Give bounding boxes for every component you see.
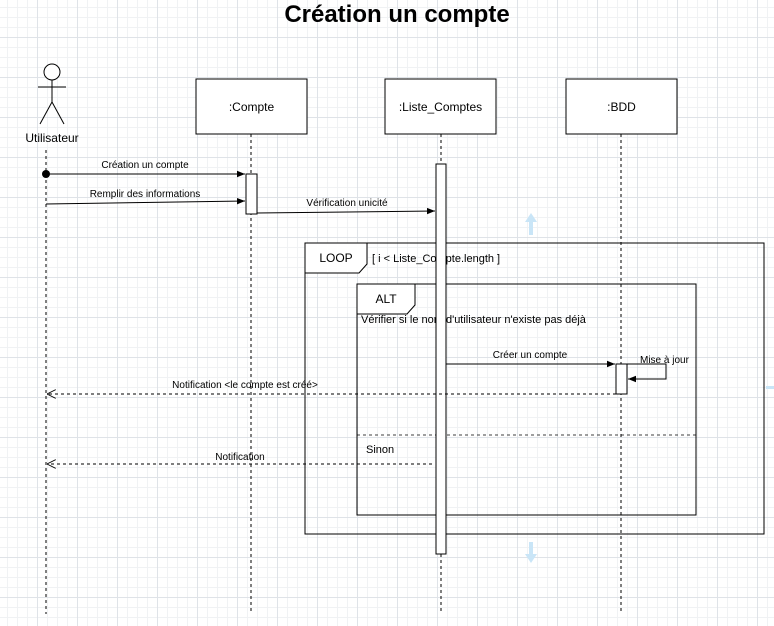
stick-figure-icon bbox=[38, 63, 66, 125]
loop-label: LOOP bbox=[319, 251, 352, 265]
participant-bdd[interactable]: :BDD bbox=[565, 78, 678, 135]
activation-compte[interactable] bbox=[245, 173, 258, 215]
return-notification[interactable]: Notification bbox=[47, 452, 432, 464]
return-notification-cree[interactable]: Notification <le compte est créé> bbox=[47, 380, 616, 394]
actor-label: Utilisateur bbox=[25, 131, 78, 145]
message-remplir-informations[interactable]: Remplir des informations bbox=[45, 189, 246, 205]
message-label: Remplir des informations bbox=[90, 189, 201, 200]
diagram-title: Création un compte bbox=[284, 1, 509, 28]
message-mise-a-jour[interactable]: Mise à jour bbox=[627, 355, 690, 383]
activation-liste-comptes[interactable] bbox=[435, 163, 447, 555]
participant-label: :Compte bbox=[229, 100, 275, 114]
activation-bdd[interactable] bbox=[615, 363, 628, 395]
message-creation-compte[interactable]: Création un compte bbox=[42, 160, 245, 178]
alt-label: ALT bbox=[375, 292, 397, 306]
alt-condition: Vérifier si le nom d'utilisateur n'exist… bbox=[361, 314, 587, 326]
message-verification-unicite[interactable]: Vérification unicité bbox=[256, 198, 436, 215]
participant-label: :Liste_Comptes bbox=[399, 100, 482, 114]
message-label: Notification bbox=[215, 452, 264, 463]
message-creer-compte[interactable]: Créer un compte bbox=[446, 350, 615, 368]
actor-utilisateur[interactable]: Utilisateur bbox=[25, 63, 79, 145]
message-label: Mise à jour bbox=[640, 355, 690, 366]
alt-fragment[interactable]: ALT Vérifier si le nom d'utilisateur n'e… bbox=[356, 283, 697, 516]
participant-liste-comptes[interactable]: :Liste_Comptes bbox=[384, 78, 497, 135]
alt-else-label: Sinon bbox=[366, 444, 394, 456]
message-label: Création un compte bbox=[101, 160, 189, 171]
message-label: Créer un compte bbox=[493, 350, 568, 361]
message-label: Notification <le compte est créé> bbox=[172, 380, 318, 391]
connection-up-arrow-icon[interactable] bbox=[525, 213, 537, 235]
participant-label: :BDD bbox=[607, 100, 636, 114]
connection-right-handle-icon[interactable] bbox=[766, 386, 774, 389]
participant-compte[interactable]: :Compte bbox=[195, 78, 308, 135]
message-label: Vérification unicité bbox=[306, 198, 388, 209]
connection-down-arrow-icon[interactable] bbox=[525, 542, 537, 563]
